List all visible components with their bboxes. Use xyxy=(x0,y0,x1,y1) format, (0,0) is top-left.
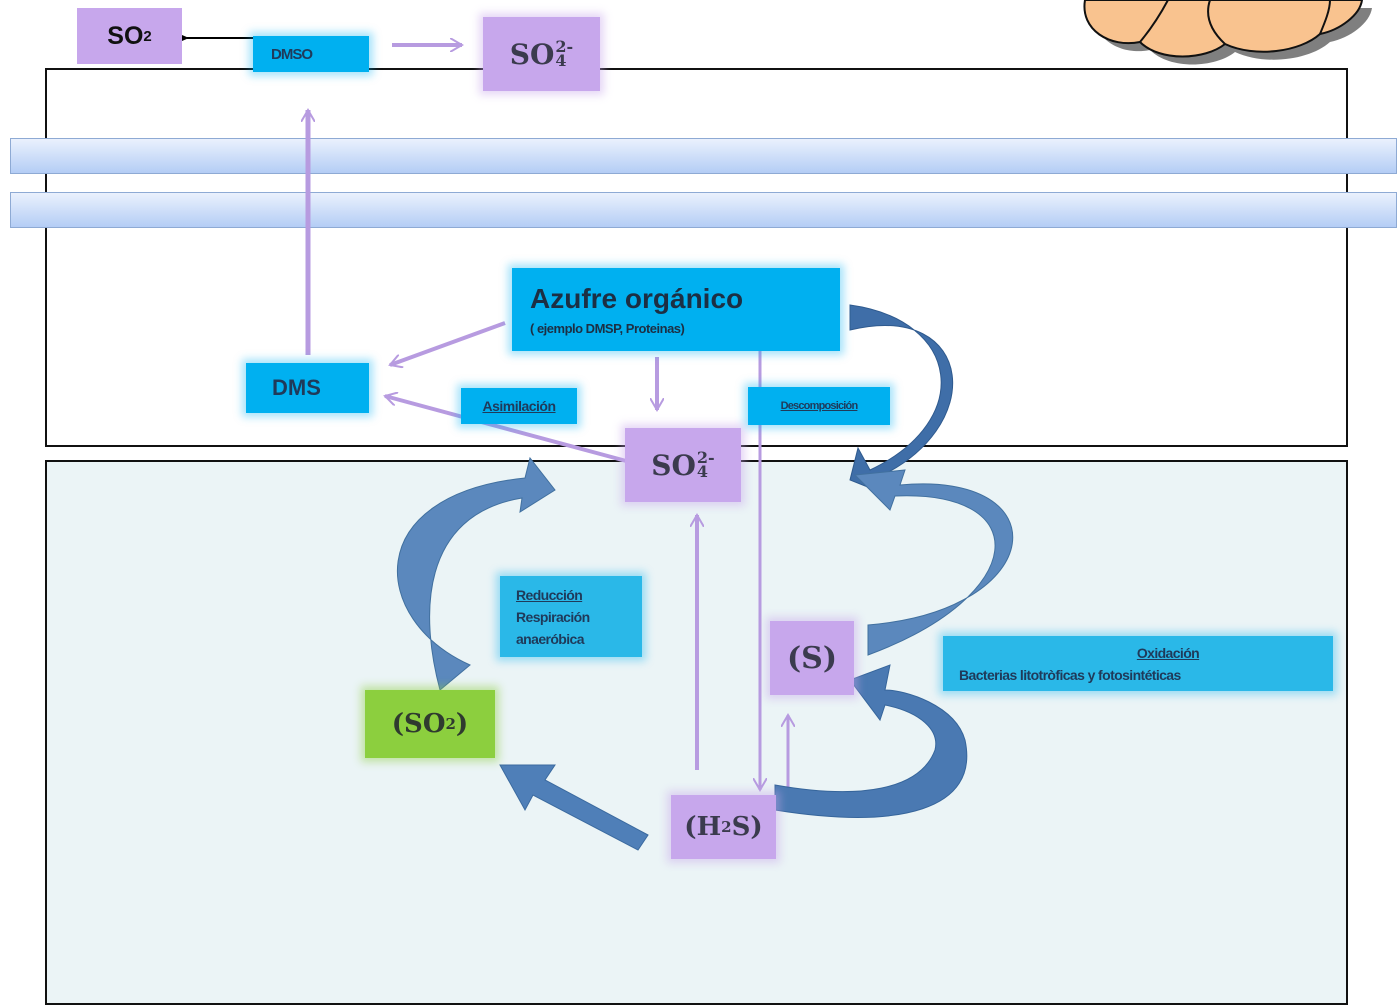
descomposicion-label: Descomposición xyxy=(780,400,859,412)
horizontal-band-upper xyxy=(10,138,1397,174)
asimilacion-label: Asimilación xyxy=(482,398,556,414)
sulfate-top-subscript: 4 xyxy=(555,51,567,70)
sulfate-mid-text: SO xyxy=(651,448,696,482)
so2-subscript: 2 xyxy=(143,27,152,45)
atmosphere-frame xyxy=(45,68,1348,447)
reduccion-line-1: Reducción xyxy=(516,586,583,603)
reduccion-box: Reducción Respiración anaeróbica xyxy=(500,576,642,657)
sulfur-box: (S) xyxy=(770,621,854,695)
sulfate-top-superscript: 2- xyxy=(555,37,574,56)
so2-text: SO xyxy=(107,21,144,50)
dmso-label: DMSO xyxy=(271,45,313,63)
so2-water-text: (SO xyxy=(391,709,446,739)
dmso-box: DMSO xyxy=(253,36,369,72)
azufre-subtitle: ( ejemplo DMSP, Proteinas) xyxy=(530,321,685,336)
water-frame xyxy=(45,460,1348,1005)
descomposicion-box: Descomposición xyxy=(748,387,890,425)
horizontal-band-lower xyxy=(10,192,1397,228)
asimilacion-box: Asimilación xyxy=(461,388,577,424)
azufre-title: Azufre orgánico xyxy=(530,283,744,314)
sulfate-top-text: SO xyxy=(509,37,555,71)
azufre-organico-box: Azufre orgánico ( ejemplo DMSP, Proteina… xyxy=(512,268,840,351)
so2-water-close: ) xyxy=(455,709,469,739)
so2-water-subscript: 2 xyxy=(445,715,456,733)
oxidacion-box: Oxidación Bacterias litotròficas y fotos… xyxy=(943,636,1333,691)
h2s-subscript: 2 xyxy=(721,818,732,836)
oxidacion-title: Oxidación xyxy=(1136,644,1200,661)
h2s-text: (H xyxy=(684,812,722,842)
sulfate-mid-superscript: 2- xyxy=(696,448,715,467)
reduccion-line-2: Respiración xyxy=(516,608,590,625)
dms-box: DMS xyxy=(246,363,369,413)
sulfur-label: (S) xyxy=(786,640,838,676)
reduccion-line-3: anaeróbica xyxy=(516,630,585,647)
oxidacion-subtitle: Bacterias litotròficas y fotosintéticas xyxy=(959,666,1181,683)
sulfate-mid-subscript: 4 xyxy=(696,462,709,481)
dms-label: DMS xyxy=(272,375,321,400)
h2s-close: S) xyxy=(731,812,763,842)
